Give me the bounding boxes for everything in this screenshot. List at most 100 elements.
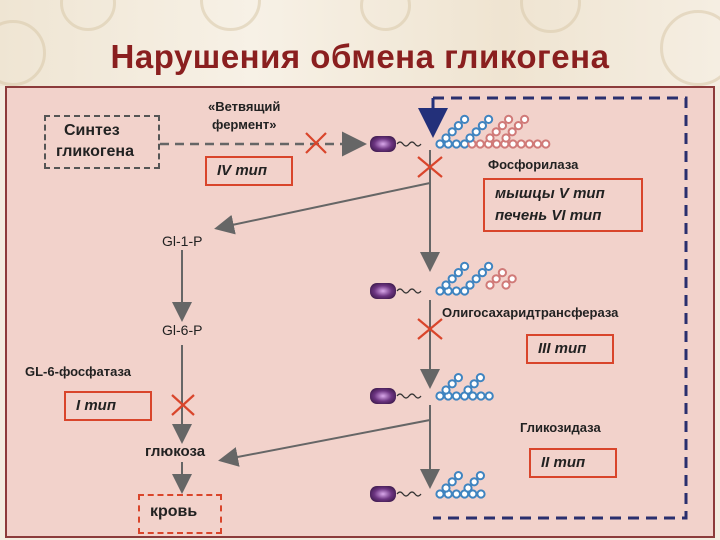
gl1p-label: Gl-1-P — [162, 233, 203, 249]
glucose-unit — [447, 127, 457, 137]
glucose-label: глюкоза — [145, 443, 206, 460]
glucose-unit — [468, 391, 478, 401]
glucose-unit — [441, 483, 451, 493]
glucose-unit — [463, 483, 473, 493]
oligotransferase-label: Олигосахаридтрансфераза — [442, 305, 619, 320]
glucose-unit — [475, 471, 485, 481]
glucose-unit — [485, 280, 495, 290]
release-arrow-glucose — [218, 419, 431, 467]
blood-label: кровь — [150, 503, 198, 520]
block-cross-icon — [305, 132, 327, 154]
gl6p-label: Gl-6-P — [162, 322, 203, 338]
decor-swirl — [660, 10, 720, 86]
glucosidase-label: Гликозидаза — [520, 420, 601, 435]
glucose-unit — [484, 391, 494, 401]
glucose-unit — [453, 268, 463, 278]
block-cross-icon — [171, 394, 195, 416]
page-title: Нарушения обмена гликогена — [110, 38, 610, 75]
glucose-unit — [477, 268, 487, 278]
glucose-unit — [453, 373, 463, 383]
glucose-unit — [501, 133, 511, 143]
glucose-unit — [441, 133, 451, 143]
glucose-unit — [451, 286, 461, 296]
glycogenin-icon — [370, 283, 396, 299]
glucose-unit — [475, 139, 485, 149]
glucose-unit — [475, 373, 485, 383]
glucose-unit — [508, 139, 518, 149]
synthesis-label-1: Синтез — [64, 122, 120, 139]
g6phosphatase-label: GL-6-фосфатаза — [25, 364, 132, 379]
glycogenin-icon — [370, 388, 396, 404]
block-cross-icon — [417, 156, 443, 178]
glucose-unit — [463, 385, 473, 395]
enzyme-frame — [433, 96, 688, 520]
glucose-unit — [435, 139, 445, 149]
glucose-unit — [465, 133, 475, 143]
glucose-unit — [447, 379, 457, 389]
glucose-unit — [507, 274, 517, 284]
type-v-vi-box: мышцы V тип печень VI тип — [483, 178, 643, 232]
linker-icon — [396, 491, 422, 497]
glucose-unit — [469, 379, 479, 389]
glucose-unit — [513, 121, 524, 131]
glucose-unit — [492, 139, 502, 149]
glucose-unit — [469, 477, 479, 487]
glucose-unit — [468, 489, 478, 499]
block-cross-icon — [417, 318, 443, 340]
glucose-unit — [516, 139, 526, 149]
glucose-unit — [460, 261, 470, 271]
glucose-unit — [441, 280, 451, 290]
glucose-unit — [476, 391, 486, 401]
glucose-unit — [460, 286, 470, 296]
glucose-unit — [491, 127, 501, 137]
release-arrow-gl1p — [214, 182, 431, 235]
glucose-unit — [504, 114, 514, 125]
linker-icon — [396, 288, 422, 294]
glucose-unit — [441, 385, 451, 395]
glucose-unit — [451, 489, 461, 499]
glucose-unit — [471, 274, 481, 284]
blood-box — [138, 494, 222, 534]
glucose-unit — [485, 133, 495, 143]
glycogenin-icon — [370, 486, 396, 502]
glucose-unit — [476, 489, 486, 499]
phosphorylase-label: Фосфорилаза — [488, 157, 579, 172]
glucose-unit — [524, 139, 535, 149]
glucose-unit — [501, 280, 511, 290]
glucose-unit — [541, 139, 551, 149]
type-iv-box: IV тип — [205, 156, 293, 186]
synthesis-box — [44, 115, 160, 169]
glucose-unit — [520, 114, 530, 125]
header-background — [0, 0, 720, 86]
type-i-box: I тип — [64, 391, 152, 421]
glucose-unit — [453, 471, 463, 481]
branching-enzyme-label-2: фермент» — [212, 117, 277, 132]
glucose-unit — [484, 261, 494, 271]
glucose-unit — [465, 280, 475, 290]
glucose-unit — [435, 489, 445, 499]
glucose-unit — [451, 139, 461, 149]
glucose-unit — [497, 121, 507, 131]
glucose-unit — [533, 139, 543, 149]
glucose-unit — [447, 274, 457, 284]
linker-icon — [396, 393, 422, 399]
glucose-unit — [435, 391, 445, 401]
glucose-unit — [451, 391, 461, 401]
glucose-unit — [484, 114, 494, 125]
linker-icon — [396, 141, 422, 147]
glucose-unit — [447, 477, 457, 487]
glucose-unit — [507, 127, 517, 137]
glucose-unit — [460, 114, 470, 125]
glucose-unit — [471, 127, 481, 137]
glucose-unit — [435, 286, 445, 296]
glucose-unit — [497, 268, 507, 278]
glucose-unit — [491, 274, 501, 284]
glucose-unit — [453, 121, 463, 131]
glycogen-molecules — [370, 114, 551, 502]
type-v-label: мышцы V тип — [495, 185, 605, 202]
branching-enzyme-label-1: «Ветвящий — [208, 99, 281, 114]
glucose-unit — [477, 121, 487, 131]
type-iii-box: III тип — [526, 334, 614, 364]
glycogenin-icon — [370, 136, 396, 152]
